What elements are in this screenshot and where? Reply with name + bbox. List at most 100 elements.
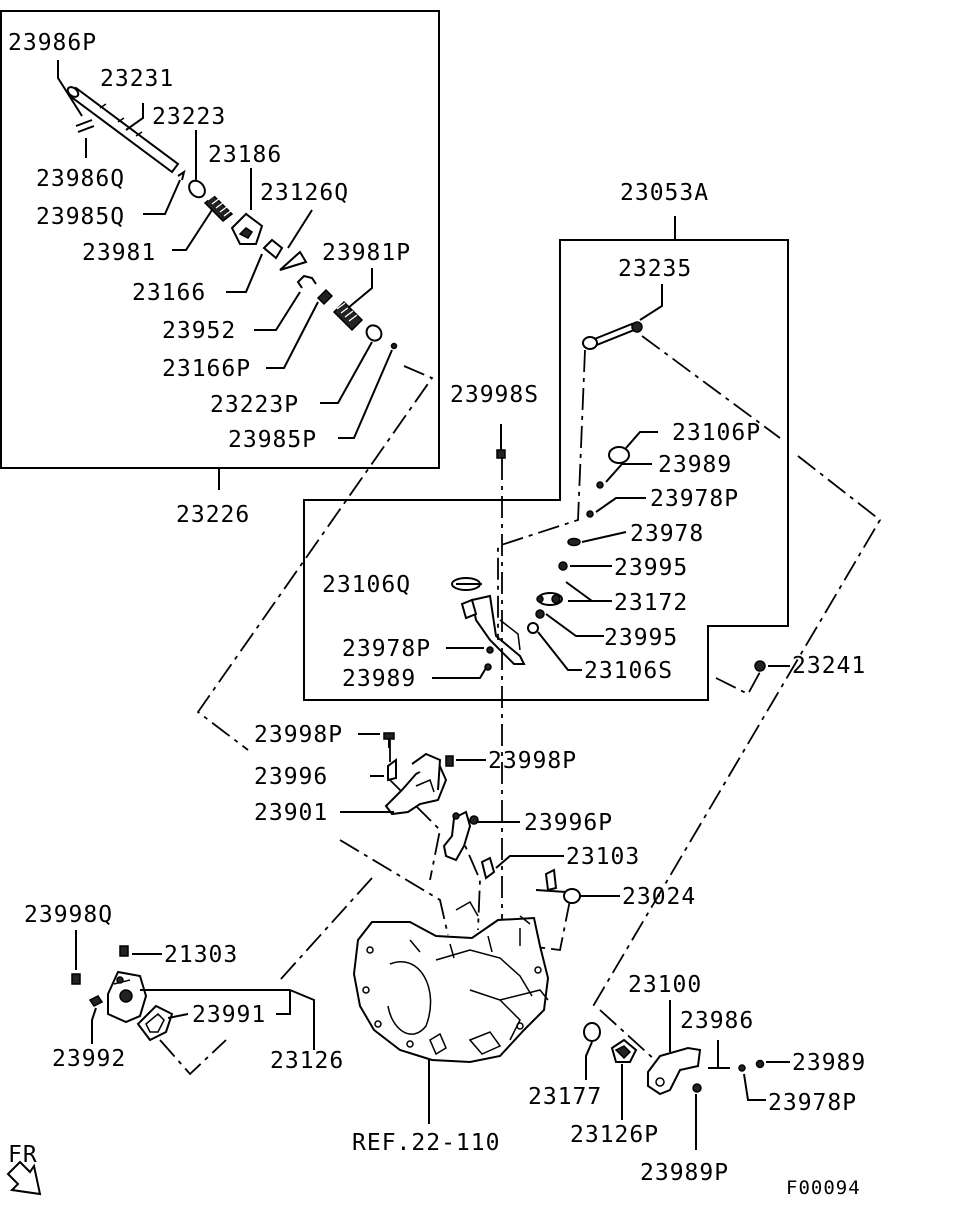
label-23995-a: 23995 <box>614 555 688 581</box>
label-23235: 23235 <box>618 256 692 282</box>
label-23952: 23952 <box>162 318 236 344</box>
footer-code: F00094 <box>786 1177 861 1199</box>
washer-part <box>188 179 206 199</box>
label-23998Q: 23998Q <box>24 902 113 928</box>
label-23991: 23991 <box>192 1002 266 1028</box>
label-23989-c: 23989 <box>792 1050 866 1076</box>
label-23177: 23177 <box>528 1084 602 1110</box>
spring-clip-part <box>296 274 317 289</box>
label-23103: 23103 <box>566 844 640 870</box>
label-23126Q: 23126Q <box>260 180 349 206</box>
washer-b <box>567 537 581 547</box>
label-23241: 23241 <box>792 653 866 679</box>
sensor-part <box>535 868 581 904</box>
label-23995-b: 23995 <box>604 625 678 651</box>
label-23989-a: 23989 <box>658 452 732 478</box>
label-23978P-b: 23978P <box>342 636 431 662</box>
boot-part <box>279 250 308 271</box>
clip-part <box>177 169 186 181</box>
bushing-part <box>262 238 284 260</box>
label-23186: 23186 <box>208 142 282 168</box>
cotter-989p-part <box>692 1083 702 1093</box>
label-23223P: 23223P <box>210 392 299 418</box>
lever-100-part <box>647 1046 702 1096</box>
label-23106S: 23106S <box>584 658 673 684</box>
cotter-pin-a <box>596 481 604 489</box>
bolt-q-part <box>71 973 81 985</box>
label-23985Q: 23985Q <box>36 204 125 230</box>
label-23992: 23992 <box>52 1046 126 1072</box>
joint-part <box>536 592 563 606</box>
label-23986P: 23986P <box>8 30 97 56</box>
label-23996: 23996 <box>254 764 328 790</box>
shaft-part <box>66 86 180 174</box>
bushing-p-part <box>316 288 334 306</box>
label-21303: 21303 <box>164 942 238 968</box>
cotter-989-part <box>755 1059 765 1069</box>
label-23053A: 23053A <box>620 180 709 206</box>
label-23126: 23126 <box>270 1048 344 1074</box>
switch-part <box>480 856 496 880</box>
inset-leaders <box>57 60 393 439</box>
bolt-s-part <box>496 424 506 459</box>
label-23989-b: 23989 <box>342 666 416 692</box>
label-23978P-c: 23978P <box>768 1090 857 1116</box>
label-23024: 23024 <box>622 884 696 910</box>
group-box <box>303 216 789 701</box>
group-leaders <box>432 431 658 679</box>
cover-assembly <box>107 970 148 1024</box>
selector-lever-part <box>460 594 526 665</box>
bushing-a <box>558 561 568 571</box>
label-23106P: 23106P <box>672 420 761 446</box>
label-23231: 23231 <box>100 66 174 92</box>
label-23998P-a: 23998P <box>254 722 343 748</box>
label-ref: REF.22-110 <box>352 1130 500 1156</box>
gasket-part <box>136 1004 174 1042</box>
label-23126P: 23126P <box>570 1122 659 1148</box>
label-23998P-b: 23998P <box>488 748 577 774</box>
label-23985P: 23985P <box>228 427 317 453</box>
grommet-part <box>608 446 630 464</box>
boot-126p-part <box>610 1038 638 1063</box>
label-23989P: 23989P <box>640 1160 729 1186</box>
shift-block-part <box>230 212 264 245</box>
right-leaders <box>585 1000 790 1150</box>
label-23100: 23100 <box>628 972 702 998</box>
label-23166P: 23166P <box>162 356 251 382</box>
label-23223: 23223 <box>152 104 226 130</box>
grommet-s-part <box>527 622 539 634</box>
label-23978: 23978 <box>630 521 704 547</box>
clamp-part <box>442 810 479 862</box>
bolt-p-b <box>445 755 454 767</box>
leader-23235 <box>639 284 663 321</box>
label-23986: 23986 <box>680 1008 754 1034</box>
front-arrow-icon <box>6 1160 42 1196</box>
spring-p-part <box>332 300 364 332</box>
clip-p-part <box>390 342 398 350</box>
label-23226: 23226 <box>176 502 250 528</box>
bolt-p-a <box>383 732 395 748</box>
label-23996P: 23996P <box>524 810 613 836</box>
nut-part <box>754 660 766 672</box>
cotter-pin-b <box>486 646 494 654</box>
label-23978P-a: 23978P <box>650 486 739 512</box>
washer-a <box>586 510 594 518</box>
bolt-986-part <box>708 1040 730 1069</box>
spring-part <box>203 193 234 222</box>
label-fr: FR <box>8 1142 38 1168</box>
clip-92-part <box>88 995 104 1007</box>
bracket-part <box>384 752 448 816</box>
label-23981: 23981 <box>82 240 156 266</box>
washer-p-part <box>365 324 383 342</box>
label-23998S: 23998S <box>450 382 539 408</box>
label-23106Q: 23106Q <box>322 572 411 598</box>
bushing-177-part <box>583 1022 601 1042</box>
bracket-leaders <box>340 733 620 897</box>
label-23981P: 23981P <box>322 240 411 266</box>
washer-978p-part <box>738 1064 746 1072</box>
label-23166: 23166 <box>132 280 206 306</box>
label-23901: 23901 <box>254 800 328 826</box>
label-23172: 23172 <box>614 590 688 616</box>
label-23986Q: 23986Q <box>36 166 125 192</box>
